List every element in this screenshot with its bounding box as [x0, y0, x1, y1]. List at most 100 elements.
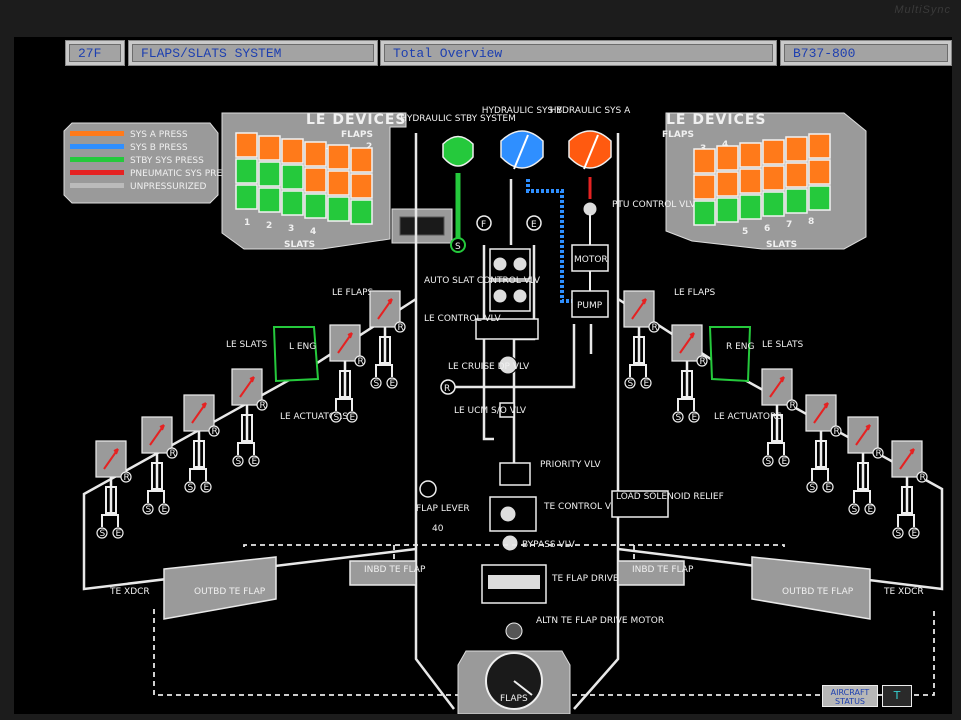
port-circle	[386, 377, 398, 389]
le-right-flap-num: 4	[722, 140, 728, 150]
le-device-cell	[350, 199, 373, 225]
le-actuator-fitting	[189, 468, 207, 481]
fuselage-right-edge	[573, 133, 620, 710]
pump-label: PUMP	[577, 301, 603, 311]
le-actuator-fitting	[853, 490, 871, 503]
le-device-cell	[281, 164, 304, 190]
t-button[interactable]: T	[882, 685, 912, 707]
port-label: S	[236, 457, 242, 467]
sysb-ptu-line	[526, 179, 580, 303]
load-relief-label: LOAD SOLENOID RELIEF	[616, 492, 724, 502]
le-device-cell	[235, 132, 258, 158]
left-inbd-label: INBD TE FLAP	[364, 565, 426, 575]
flap-lever-value: 40	[432, 524, 444, 534]
auto-slat-label: AUTO SLAT CONTROL VLV	[424, 276, 541, 286]
port-circle	[96, 527, 108, 539]
flap-lever-icon[interactable]	[419, 480, 437, 498]
le-panel-arrow-icon	[769, 376, 785, 398]
r-port	[786, 399, 798, 411]
le-actuator	[771, 414, 783, 442]
le-device-cell	[304, 141, 327, 167]
le-left-slat-num: 1	[244, 218, 250, 228]
le-actuator-fitting	[767, 442, 785, 455]
port-circle	[892, 527, 904, 539]
f-port-label: F	[481, 220, 486, 230]
port-label: S	[676, 413, 682, 423]
port-label: S	[146, 505, 152, 515]
le-device-cell	[693, 174, 716, 200]
flaps-gauge-needle	[513, 680, 533, 696]
le-device-cell	[693, 200, 716, 226]
valve-disc	[512, 256, 528, 272]
left-te-xdcr-label: TE XDCR	[109, 587, 150, 597]
le-panel-arrow-icon	[103, 448, 119, 470]
r-port-label: R	[212, 427, 218, 437]
le-devices-right-title: LE DEVICES	[666, 112, 767, 128]
le-device-cell	[235, 184, 258, 210]
left-outbd-te-flap	[163, 556, 277, 620]
right-engine-label: R ENG	[726, 342, 755, 352]
te-control-label: TE CONTROL VLV	[543, 502, 622, 512]
le-devices-left: LE DEVICES FLAPS SLATS 1 2 1 2 3 4	[221, 112, 407, 250]
port-label: S	[100, 529, 106, 539]
le-device-cell	[327, 144, 350, 170]
left-le-actuators-label: LE ACTUATORS	[280, 412, 348, 422]
screen: 27F FLAPS/SLATS SYSTEM Total Overview B7…	[14, 37, 952, 714]
port-label: E	[692, 413, 698, 423]
port-circle	[864, 503, 876, 515]
ptu-label: PTU CONTROL VLV	[612, 200, 696, 210]
le-left-slat-num: 4	[310, 227, 316, 237]
valve-disc	[512, 288, 528, 304]
le-device-cell	[716, 171, 739, 197]
legend-label: SYS B PRESS	[130, 143, 188, 153]
right-te-xdcr-label: TE XDCR	[883, 587, 924, 597]
port-label: S	[188, 483, 194, 493]
flaps-gauge: FLAPS	[457, 650, 571, 714]
left-engine	[272, 326, 320, 383]
sysb-quantity-needle	[513, 134, 529, 170]
header-view-box[interactable]: Total Overview	[380, 40, 777, 66]
le-control-label: LE CONTROL VLV	[424, 314, 502, 324]
le-panel-arrow-icon	[239, 376, 255, 398]
flaps-gauge-label: FLAPS	[500, 694, 528, 704]
port-circle	[112, 527, 124, 539]
port-label: S	[374, 379, 380, 389]
fuselage-left-edge	[414, 133, 455, 710]
port-circle	[370, 377, 382, 389]
r-port	[648, 321, 660, 333]
left-le-slats-label: LE SLATS	[226, 340, 267, 350]
r-port-label: R	[920, 473, 926, 483]
r-port	[120, 471, 132, 483]
cruise-line	[450, 324, 576, 389]
ptu-motor	[571, 244, 609, 272]
le-device-cell	[258, 135, 281, 161]
le-actuator-fitting	[897, 514, 915, 527]
port-circle	[672, 411, 684, 423]
le-actuator-fitting	[375, 364, 393, 377]
f-port	[476, 215, 492, 231]
port-label: E	[116, 529, 122, 539]
le-device-cell	[258, 161, 281, 187]
le-device-cell	[716, 197, 739, 223]
header-system-box[interactable]: FLAPS/SLATS SYSTEM	[128, 40, 378, 66]
le-control-valve	[475, 318, 539, 340]
port-label: S	[334, 413, 340, 423]
le-actuator	[681, 370, 693, 398]
le-device-cell	[785, 136, 808, 162]
port-label: S	[810, 483, 816, 493]
aircraft-status-button[interactable]: AIRCRAFT STATUS	[822, 685, 878, 707]
right-engine	[708, 326, 752, 383]
le-devices-right: LE DEVICES FLAPS SLATS 3 4 5 6 7 8	[662, 112, 867, 250]
port-label: E	[162, 505, 168, 515]
port-circle	[640, 377, 652, 389]
le-panel-arrow-icon	[149, 424, 165, 446]
e-port	[526, 215, 542, 231]
stby-reservoir-label: HYDRAULIC STBY SYSTEM	[400, 114, 516, 124]
le-actuator	[105, 486, 117, 514]
port-circle	[778, 455, 790, 467]
left-engine-label: L ENG	[289, 342, 316, 352]
